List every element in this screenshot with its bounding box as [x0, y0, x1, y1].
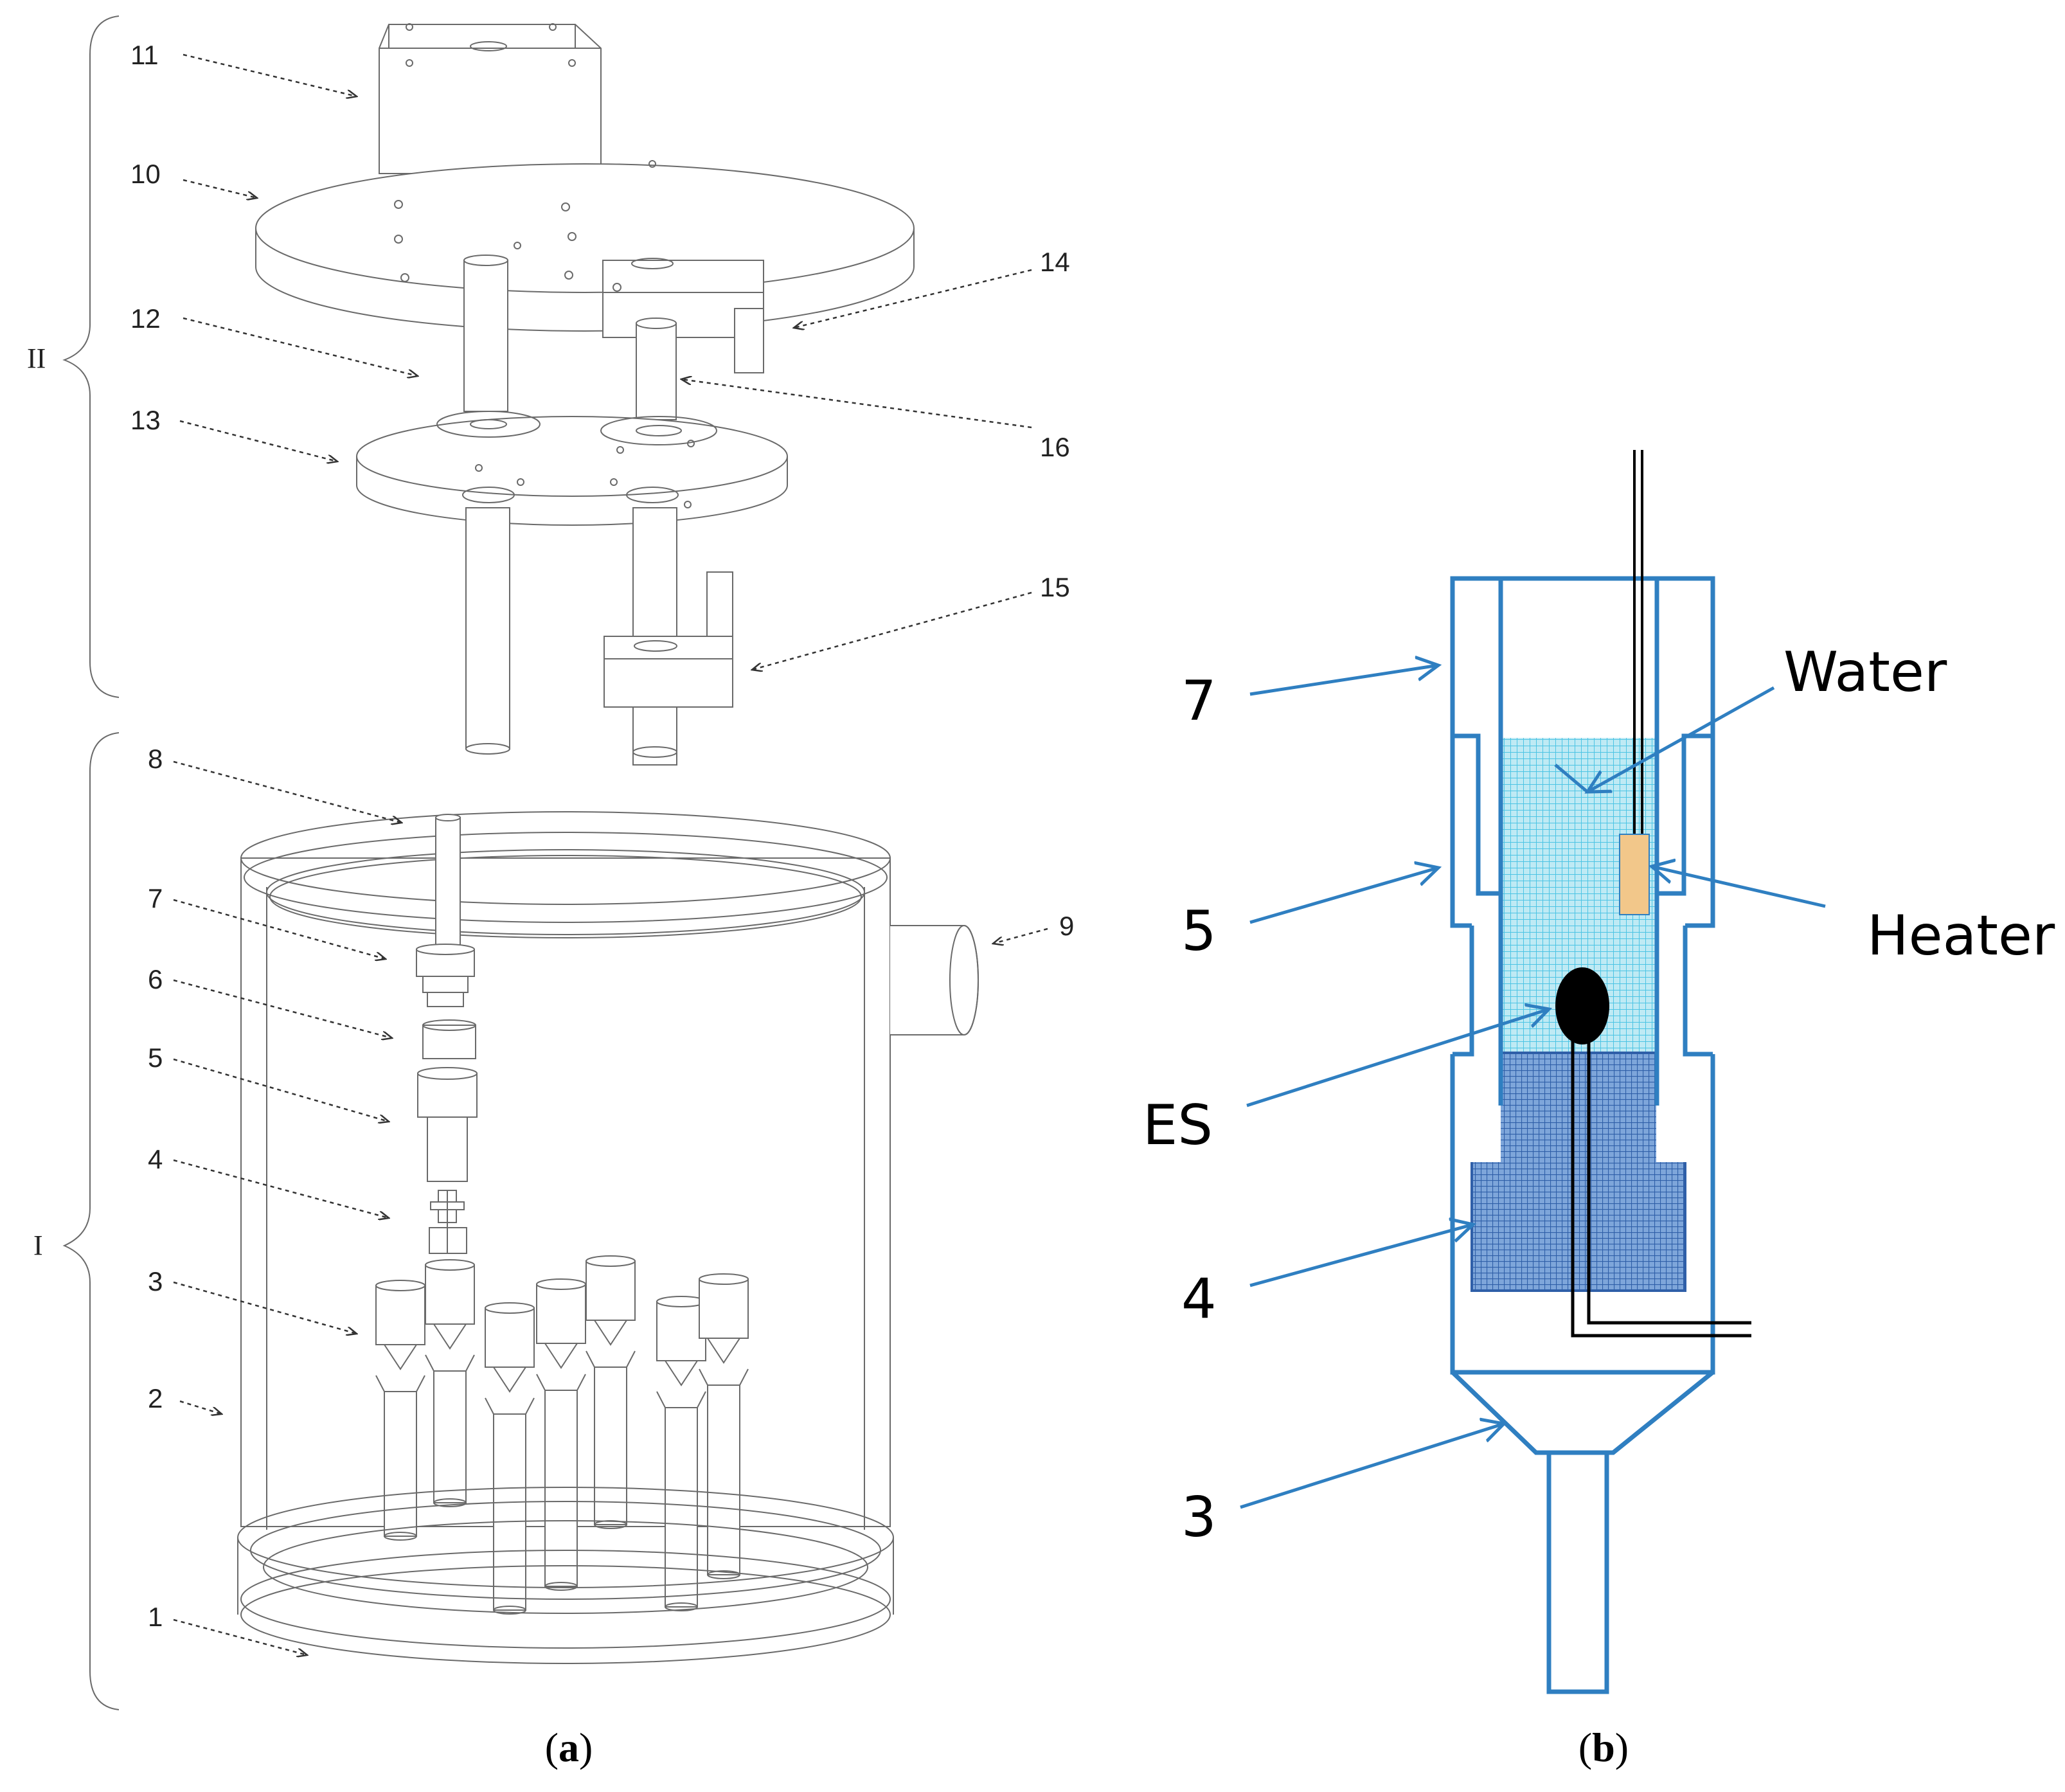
funnel	[536, 1278, 586, 1591]
part-9-side-port	[890, 925, 979, 1035]
sediment-inner	[1501, 1053, 1656, 1162]
sediment-bottom	[1472, 1162, 1685, 1291]
label-4: 4	[148, 1144, 163, 1174]
part-13-small-disk	[356, 411, 788, 526]
part-10-lid-disk	[255, 160, 915, 332]
part-12-rod	[463, 255, 508, 412]
label-1: 1	[148, 1602, 163, 1632]
part-15-clamp	[603, 571, 733, 758]
part-7-cap	[416, 944, 475, 1007]
part-6-ring	[422, 1019, 476, 1059]
group-label-II: II	[27, 343, 46, 374]
label-b-7: 7	[1181, 669, 1217, 733]
callout-es: ES	[1143, 1093, 1213, 1158]
funnel	[586, 1255, 636, 1529]
label-3: 3	[148, 1266, 163, 1296]
funnel	[699, 1273, 749, 1579]
label-13: 13	[130, 405, 161, 435]
label-11: 11	[130, 40, 159, 70]
label-5: 5	[148, 1043, 163, 1073]
leader-arrows-b	[1240, 665, 1826, 1509]
label-12: 12	[130, 303, 161, 334]
part-3-funnel-array	[375, 1255, 749, 1615]
label-6: 6	[148, 964, 163, 994]
label-2: 2	[148, 1383, 163, 1413]
label-7: 7	[148, 883, 163, 913]
label-9: 9	[1059, 911, 1074, 941]
callout-heater: Heater	[1867, 904, 2055, 968]
caption-b: (b)	[1578, 1725, 1629, 1770]
funnel	[375, 1280, 425, 1541]
brace-II	[62, 15, 120, 698]
part-11-top-box	[379, 23, 602, 174]
panel-a-exploded-view: 11 10 12 13 14 16 15 8 7 6 5 4 3 2 1 9 I…	[27, 15, 1074, 1770]
panel-b-cross-section: 7 5 4 3 Water Heater ES (b)	[1143, 450, 2055, 1770]
label-10: 10	[130, 159, 161, 189]
label-b-3: 3	[1181, 1485, 1217, 1550]
group-label-I: I	[33, 1230, 43, 1261]
part-4-insert	[429, 1190, 467, 1254]
heater	[1619, 450, 1650, 915]
funnel	[425, 1259, 475, 1507]
funnel	[485, 1302, 535, 1615]
part-8-probe	[435, 814, 461, 950]
label-b-5: 5	[1181, 899, 1217, 963]
part-5-tube	[417, 1067, 478, 1182]
leader-lines-a	[173, 53, 1048, 1655]
label-8: 8	[148, 744, 163, 774]
sampler-outline	[1450, 576, 1715, 1694]
part-14-clamp	[602, 258, 764, 373]
caption-a: (a)	[545, 1725, 593, 1770]
label-14: 14	[1040, 247, 1070, 277]
part-1-base	[237, 1487, 894, 1664]
label-b-4: 4	[1181, 1267, 1217, 1331]
es-electrode	[1555, 967, 1751, 1338]
vessel-rim	[240, 811, 891, 938]
brace-I	[62, 732, 120, 1710]
label-15: 15	[1040, 572, 1070, 602]
callout-water: Water	[1783, 640, 1947, 704]
label-16: 16	[1040, 432, 1070, 462]
part-labels-a: 11 10 12 13 14 16 15 8 7 6 5 4 3 2 1 9	[130, 40, 1074, 1632]
part-16-rod	[636, 318, 677, 420]
funnel	[656, 1296, 706, 1611]
